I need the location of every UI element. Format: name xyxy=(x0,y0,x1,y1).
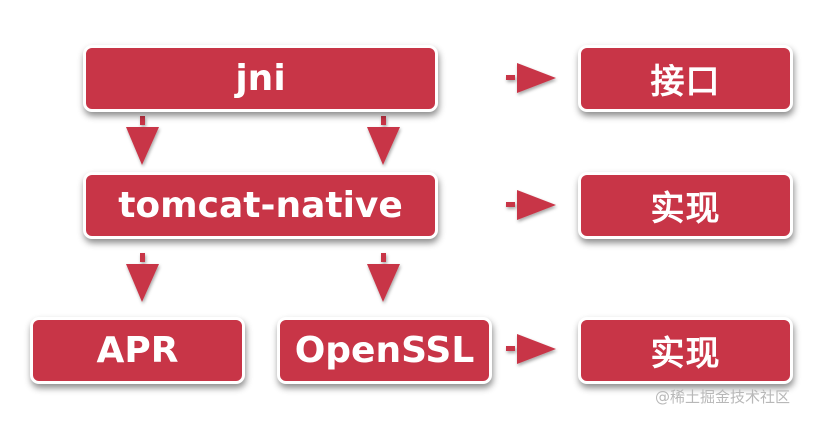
arrow-down-to-openssl xyxy=(367,253,400,302)
node-jni-label: jni xyxy=(235,58,286,99)
node-jni: jni xyxy=(83,45,438,112)
node-apr: APR xyxy=(30,317,245,384)
node-implementation-2: 实现 xyxy=(578,317,793,384)
watermark: @稀土掘金技术社区 xyxy=(655,388,791,406)
node-interface-label: 接口 xyxy=(650,62,721,102)
node-interface: 接口 xyxy=(578,45,793,112)
arrow-down-to-apr xyxy=(126,253,159,302)
arrow-right-row2 xyxy=(506,190,556,220)
arrow-down-jni-left xyxy=(126,116,159,165)
node-tomcat-native-label: tomcat-native xyxy=(118,185,403,226)
node-implementation-1-label: 实现 xyxy=(650,189,721,229)
arrow-down-jni-right xyxy=(367,116,400,165)
arrow-right-row3 xyxy=(506,334,556,364)
node-openssl-label: OpenSSL xyxy=(294,330,475,371)
node-apr-label: APR xyxy=(96,330,179,371)
node-openssl: OpenSSL xyxy=(277,317,492,384)
arrow-right-row1 xyxy=(506,63,556,93)
node-implementation-1: 实现 xyxy=(578,172,793,239)
node-tomcat-native: tomcat-native xyxy=(83,172,438,239)
node-implementation-2-label: 实现 xyxy=(650,334,721,374)
